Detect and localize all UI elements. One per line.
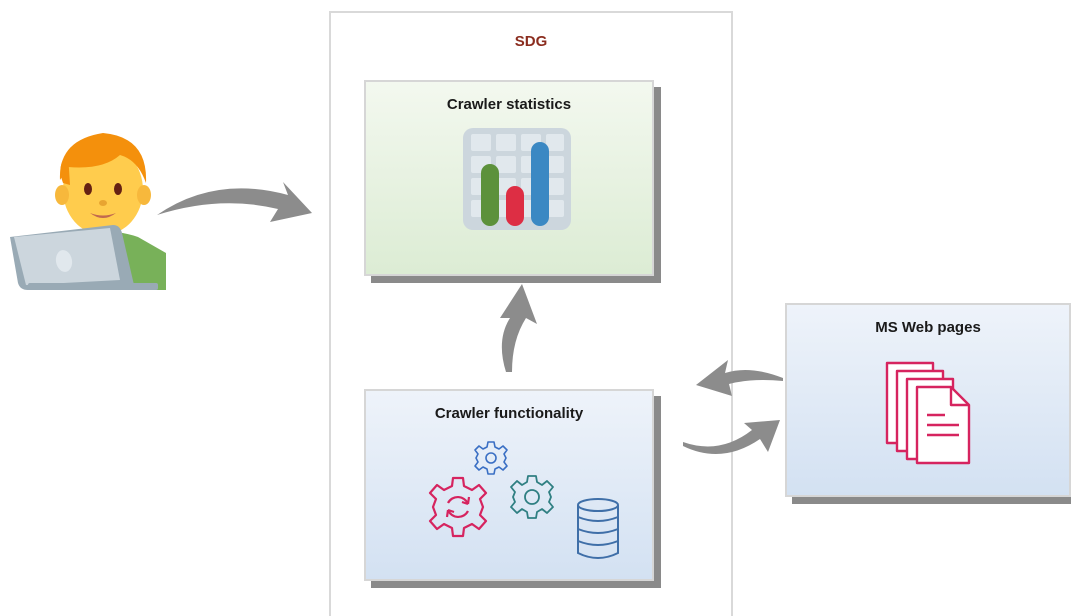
- edge-web-to-functionality: [696, 360, 783, 396]
- small-gear-icon: [474, 441, 508, 475]
- edge-user-to-stats: [157, 182, 312, 222]
- bar-chart-icon: [463, 128, 571, 230]
- documents-icon: [885, 361, 971, 465]
- crawler-functionality-node: Crawler functionality: [364, 389, 654, 581]
- crawler-statistics-node: Crawler statistics: [364, 80, 654, 276]
- sdg-title: SDG: [514, 33, 548, 50]
- crawler-functionality-title: Crawler functionality: [434, 405, 584, 422]
- crawler-statistics-title: Crawler statistics: [446, 96, 572, 113]
- edge-functionality-to-stats: [500, 284, 537, 372]
- ms-web-pages-title: MS Web pages: [875, 319, 981, 336]
- person-with-laptop-icon: [10, 133, 166, 290]
- ms-web-pages-node: MS Web pages: [785, 303, 1071, 497]
- database-icon: [577, 498, 619, 559]
- teal-gear-icon: [510, 475, 554, 519]
- sync-gear-icon: [428, 476, 488, 538]
- edge-functionality-to-web: [683, 420, 780, 455]
